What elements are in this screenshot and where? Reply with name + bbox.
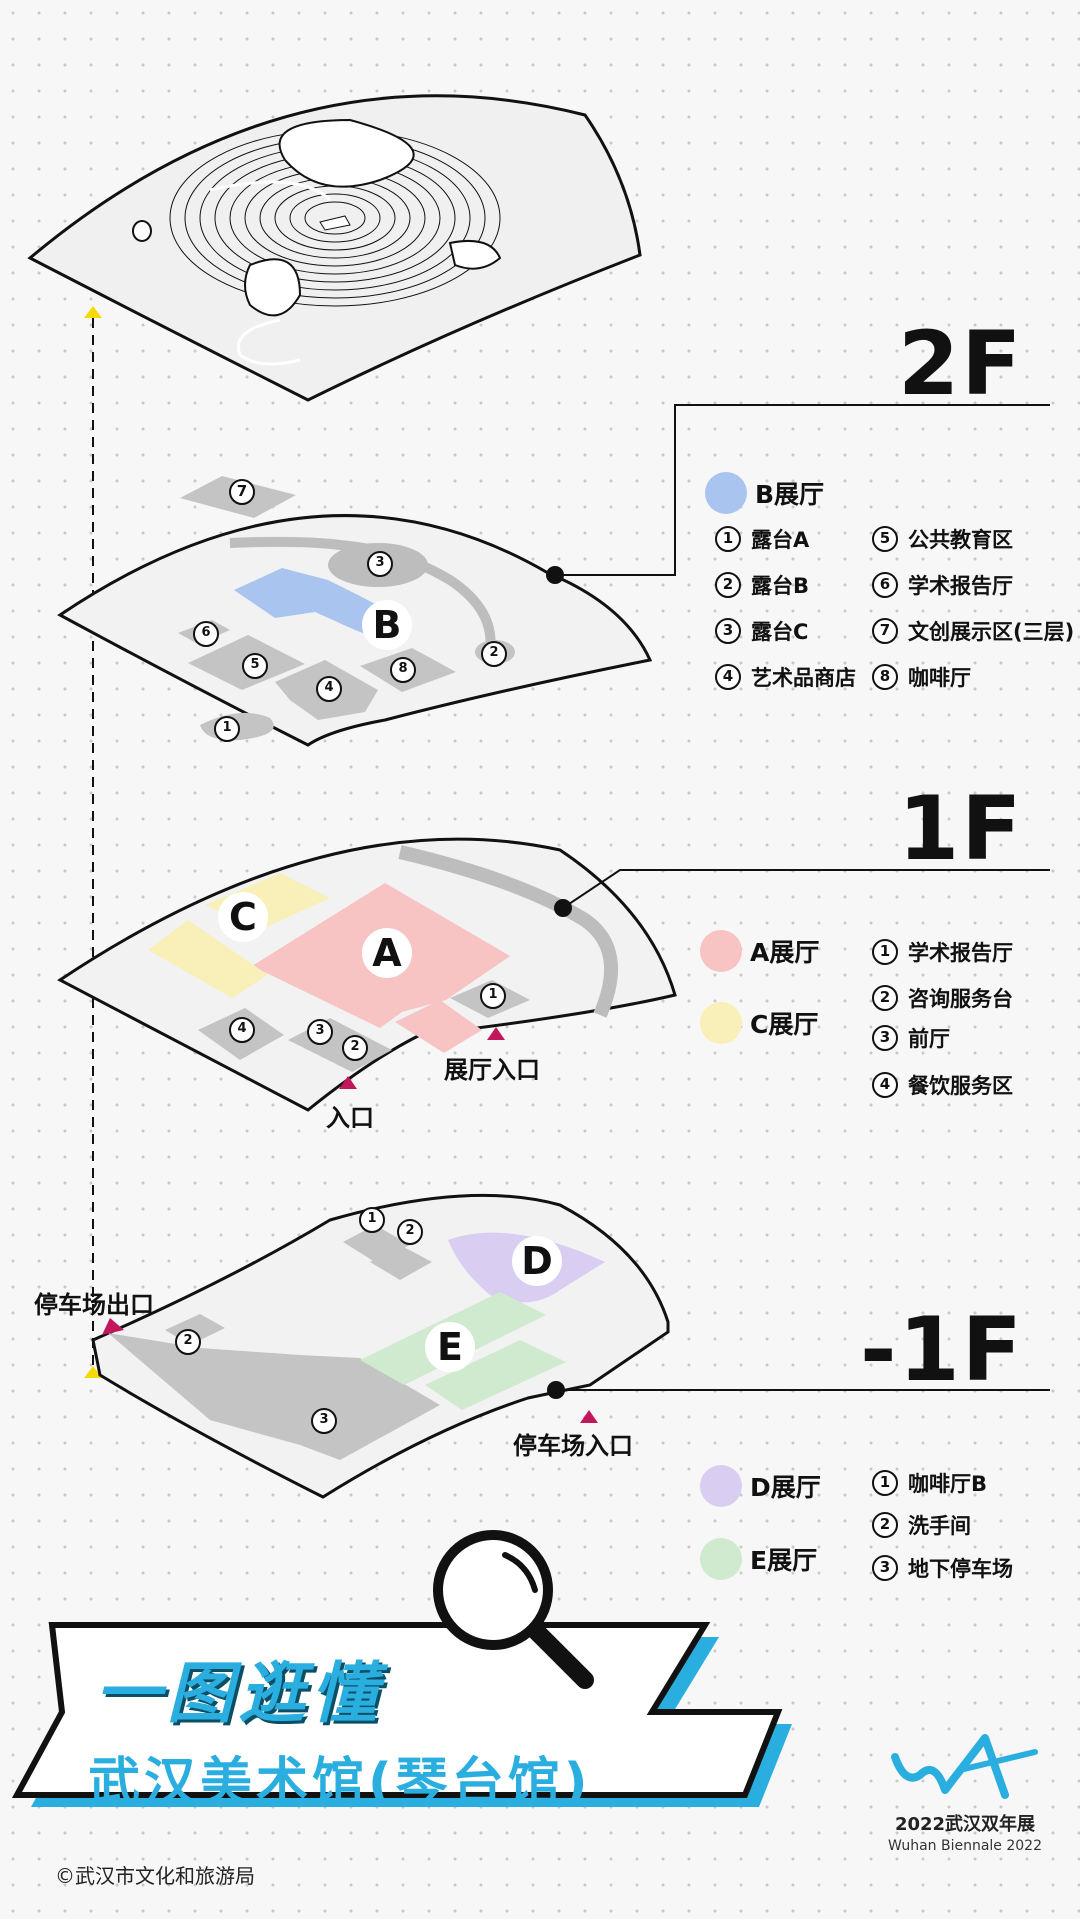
parking-exit-marker-icon (102, 1318, 124, 1335)
map-num-2f-1: 1 (214, 716, 240, 742)
hall-entrance-label: 展厅入口 (444, 1056, 540, 1084)
parking-entrance-marker-icon (580, 1410, 598, 1423)
biennale-line-2: Wuhan Biennale 2022 (887, 1838, 1042, 1854)
legend-hall-d: D展厅 (700, 1465, 821, 1507)
map-num-1f-2: 2 (342, 1035, 368, 1061)
map-num-b1-2a: 2 (397, 1219, 423, 1245)
hall-b-swatch (705, 472, 747, 514)
leader-line-2f (555, 404, 1050, 576)
biennale-logo-icon (891, 1734, 1038, 1799)
magnifier-icon (433, 1530, 594, 1689)
roof (27, 94, 642, 402)
entrance-marker-icon (339, 1076, 357, 1089)
map-letter-a: A (362, 928, 412, 978)
map-num-2f-7: 7 (229, 474, 255, 505)
map-letter-c: C (218, 892, 268, 942)
legend-hall-b: B展厅 (705, 472, 824, 514)
hall-entrance-marker-icon (487, 1027, 505, 1040)
legend-hall-c: C展厅 (700, 1002, 818, 1044)
title-backdrop (11, 1622, 792, 1807)
hall-e-swatch (700, 1538, 742, 1580)
hall-c-swatch (700, 1002, 742, 1044)
map-num-2f-6: 6 (193, 621, 219, 647)
map-num-2f-2: 2 (481, 641, 507, 667)
hall-a-swatch (700, 930, 742, 972)
map-num-2f-8: 8 (390, 657, 416, 683)
map-num-b1-2b: 2 (175, 1329, 201, 1355)
floor-label-1f: 1F (898, 777, 1024, 880)
floor-label-b1: -1F (860, 1298, 1024, 1401)
map-letter-e: E (425, 1322, 475, 1372)
up-arrow-bottom-icon (84, 1366, 102, 1378)
copyright: ©武汉市文化和旅游局 (55, 1864, 255, 1888)
legend-hall-a: A展厅 (700, 930, 819, 972)
floor-1f-map (57, 837, 677, 1112)
floor-2f-map (57, 476, 653, 747)
hall-d-swatch (700, 1465, 742, 1507)
legend-hall-e: E展厅 (700, 1538, 817, 1580)
map-letter-d: D (512, 1236, 562, 1286)
biennale-line-1: 2022武汉双年展 (894, 1814, 1036, 1835)
up-arrow-top-icon (84, 306, 102, 318)
map-num-b1-3: 3 (311, 1408, 337, 1434)
title-line-1: 一图逛懂 (95, 1655, 383, 1732)
floor-label-2f: 2F (898, 312, 1024, 415)
map-num-2f-3: 3 (367, 551, 393, 577)
map-num-2f-4: 4 (316, 676, 342, 702)
biennale-logo-text: 2022武汉双年展 Wuhan Biennale 2022 (880, 1735, 1050, 1854)
title-line-2: 武汉美术馆(琴台馆) (88, 1753, 592, 1813)
parking-entrance-label: 停车场入口 (513, 1432, 633, 1460)
map-num-1f-4: 4 (229, 1017, 255, 1043)
leader-line-1f (562, 869, 1050, 909)
map-num-1f-1: 1 (480, 983, 506, 1009)
map-num-2f-5: 5 (242, 653, 268, 679)
entrance-label: 入口 (326, 1104, 374, 1132)
map-letter-b: B (362, 600, 412, 650)
map-num-1f-3: 3 (307, 1019, 333, 1045)
map-num-b1-1: 1 (359, 1207, 385, 1233)
parking-exit-label: 停车场出口 (34, 1291, 154, 1319)
